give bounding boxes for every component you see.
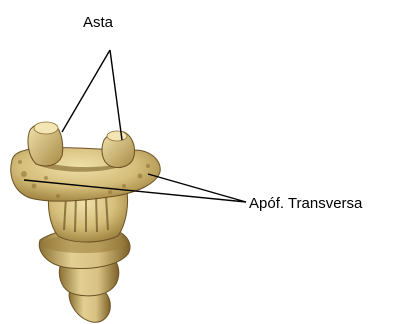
label-apofisis-transversa: Apóf. Transversa	[249, 195, 363, 212]
left-cornu-tip	[34, 122, 58, 134]
asta-leader-right	[110, 50, 122, 140]
label-asta: Asta	[83, 14, 114, 31]
coccyx-bone-illustration	[11, 122, 160, 322]
right-cornu-tip	[107, 131, 127, 141]
asta-leader-left	[62, 50, 110, 132]
